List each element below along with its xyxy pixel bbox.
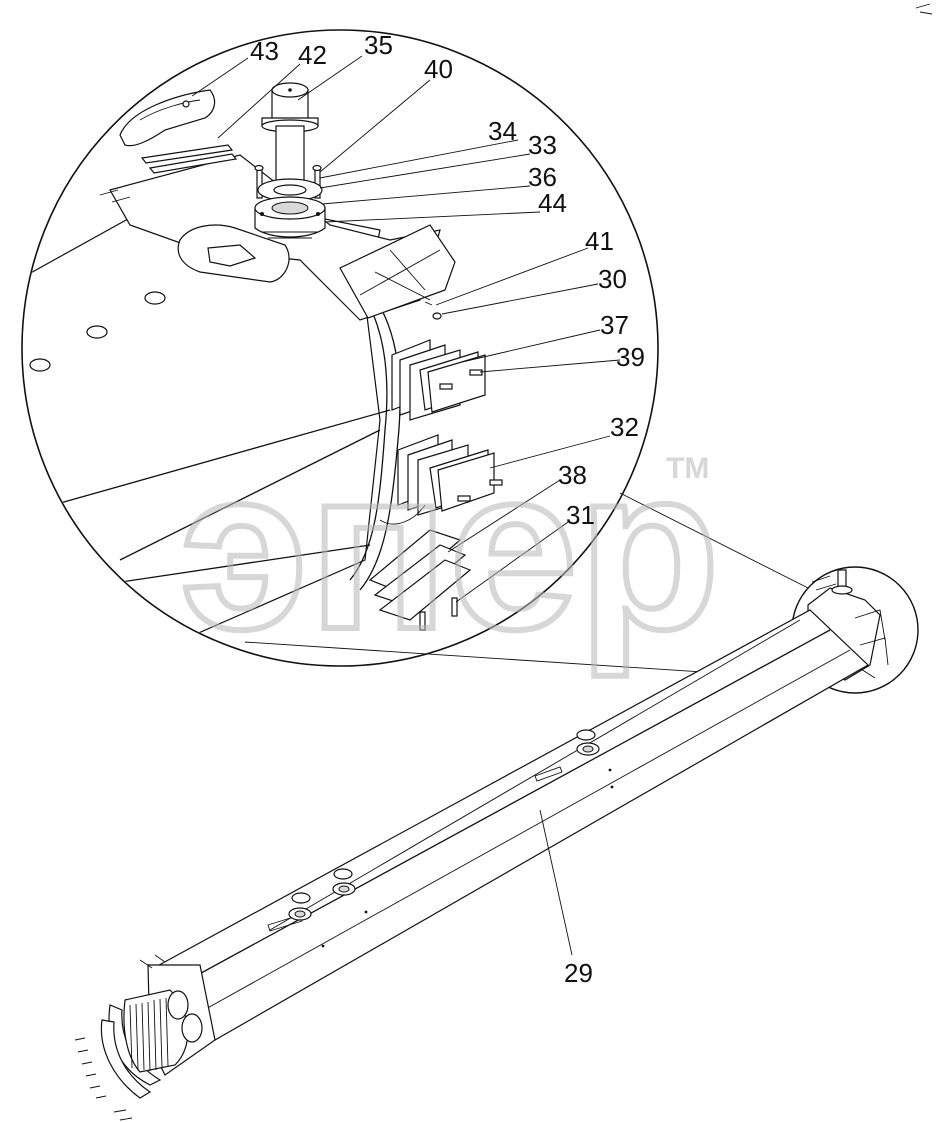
pin-35 (261, 82, 319, 183)
pencil-mark-icon (915, 3, 933, 15)
callout-label: 31 (566, 500, 595, 530)
callout-labels: 43 42 35 40 34 33 36 44 41 30 37 39 32 3… (250, 30, 645, 988)
shim-42 (140, 144, 238, 174)
watermark: эпер TM (177, 417, 723, 680)
callout-label: 36 (528, 162, 557, 192)
callout-label: 43 (250, 36, 279, 66)
boom-end-bolts (74, 954, 166, 1121)
screw-41-30 (424, 301, 442, 320)
shims-38 (368, 504, 472, 621)
bracket-plate (339, 224, 456, 319)
callout-label: 42 (298, 40, 327, 70)
boom-end-exploded (74, 954, 216, 1121)
slide-pads-37 (391, 339, 486, 421)
boom-section-29 (149, 609, 869, 1041)
cover-43 (119, 89, 216, 147)
ring-33-36 (257, 178, 323, 202)
callout-label: 37 (600, 310, 629, 340)
callout-label: 40 (424, 54, 453, 84)
slide-pads-32 (397, 434, 503, 516)
callout-label: 41 (585, 226, 614, 256)
flange-44 (254, 196, 326, 239)
callout-label: 29 (564, 958, 593, 988)
bolts-39 (439, 369, 483, 390)
callout-label: 44 (538, 188, 567, 218)
boom-pad-plates (288, 729, 600, 921)
leader-lines (191, 55, 621, 956)
callout-label: 38 (558, 460, 587, 490)
bolts-31 (419, 597, 458, 631)
callout-label: 35 (364, 30, 393, 60)
callout-label: 39 (616, 342, 645, 372)
watermark-trademark: TM (666, 452, 709, 485)
callout-label: 32 (610, 412, 639, 442)
callout-label: 30 (598, 264, 627, 294)
callout-label: 33 (528, 130, 557, 160)
boom-end-fins (129, 997, 169, 1072)
watermark-text: эпер (180, 420, 720, 677)
bolts-40-34 (254, 164, 322, 199)
callout-label: 34 (488, 116, 517, 146)
